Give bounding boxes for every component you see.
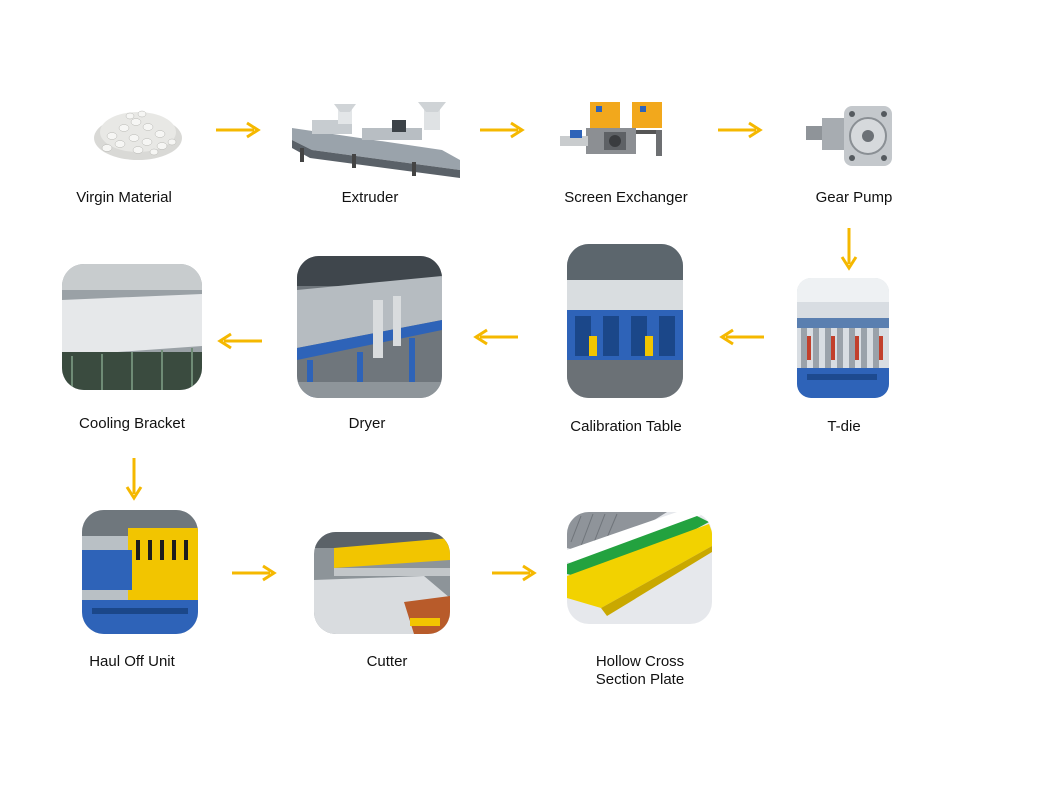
flow-arrow-left	[472, 328, 518, 346]
step-label-haul-off-unit: Haul Off Unit	[89, 653, 175, 670]
flow-arrow-down	[840, 228, 858, 272]
step-label-line-2: Section Plate	[595, 671, 685, 688]
hollow-plate-icon	[567, 512, 712, 624]
haul-off-unit-icon	[82, 510, 198, 634]
step-label-virgin-material: Virgin Material	[76, 189, 172, 206]
calibration-table-icon	[567, 244, 683, 398]
flow-arrow-right	[216, 121, 262, 139]
step-label-dryer: Dryer	[348, 415, 386, 432]
flow-arrow-right	[718, 121, 764, 139]
flow-arrow-left	[216, 332, 262, 350]
step-label-hollow-cross-section-plate: Hollow Cross Section Plate	[570, 653, 710, 689]
screen-exchanger-icon	[556, 100, 666, 160]
step-label-cooling-bracket: Cooling Bracket	[79, 415, 185, 432]
flow-arrow-right	[232, 564, 278, 582]
flow-arrow-right	[480, 121, 526, 139]
step-label-gear-pump: Gear Pump	[815, 189, 893, 206]
step-label-cutter: Cutter	[366, 653, 408, 670]
pellet-pile-icon	[92, 102, 184, 162]
cutter-icon	[314, 532, 450, 634]
flow-arrow-left	[718, 328, 764, 346]
step-label-calibration-table: Calibration Table	[570, 418, 682, 435]
step-label-line-1: Hollow Cross	[595, 653, 685, 670]
flow-arrow-down	[125, 458, 143, 502]
dryer-icon	[297, 256, 442, 398]
step-label-extruder: Extruder	[341, 189, 399, 206]
cooling-bracket-icon	[62, 264, 202, 390]
extruder-machine-icon	[292, 98, 460, 180]
step-label-screen-exchanger: Screen Exchanger	[564, 189, 688, 206]
flow-arrow-right	[492, 564, 538, 582]
gear-pump-icon	[804, 102, 894, 170]
t-die-icon	[797, 278, 889, 398]
step-label-t-die: T-die	[827, 418, 861, 435]
